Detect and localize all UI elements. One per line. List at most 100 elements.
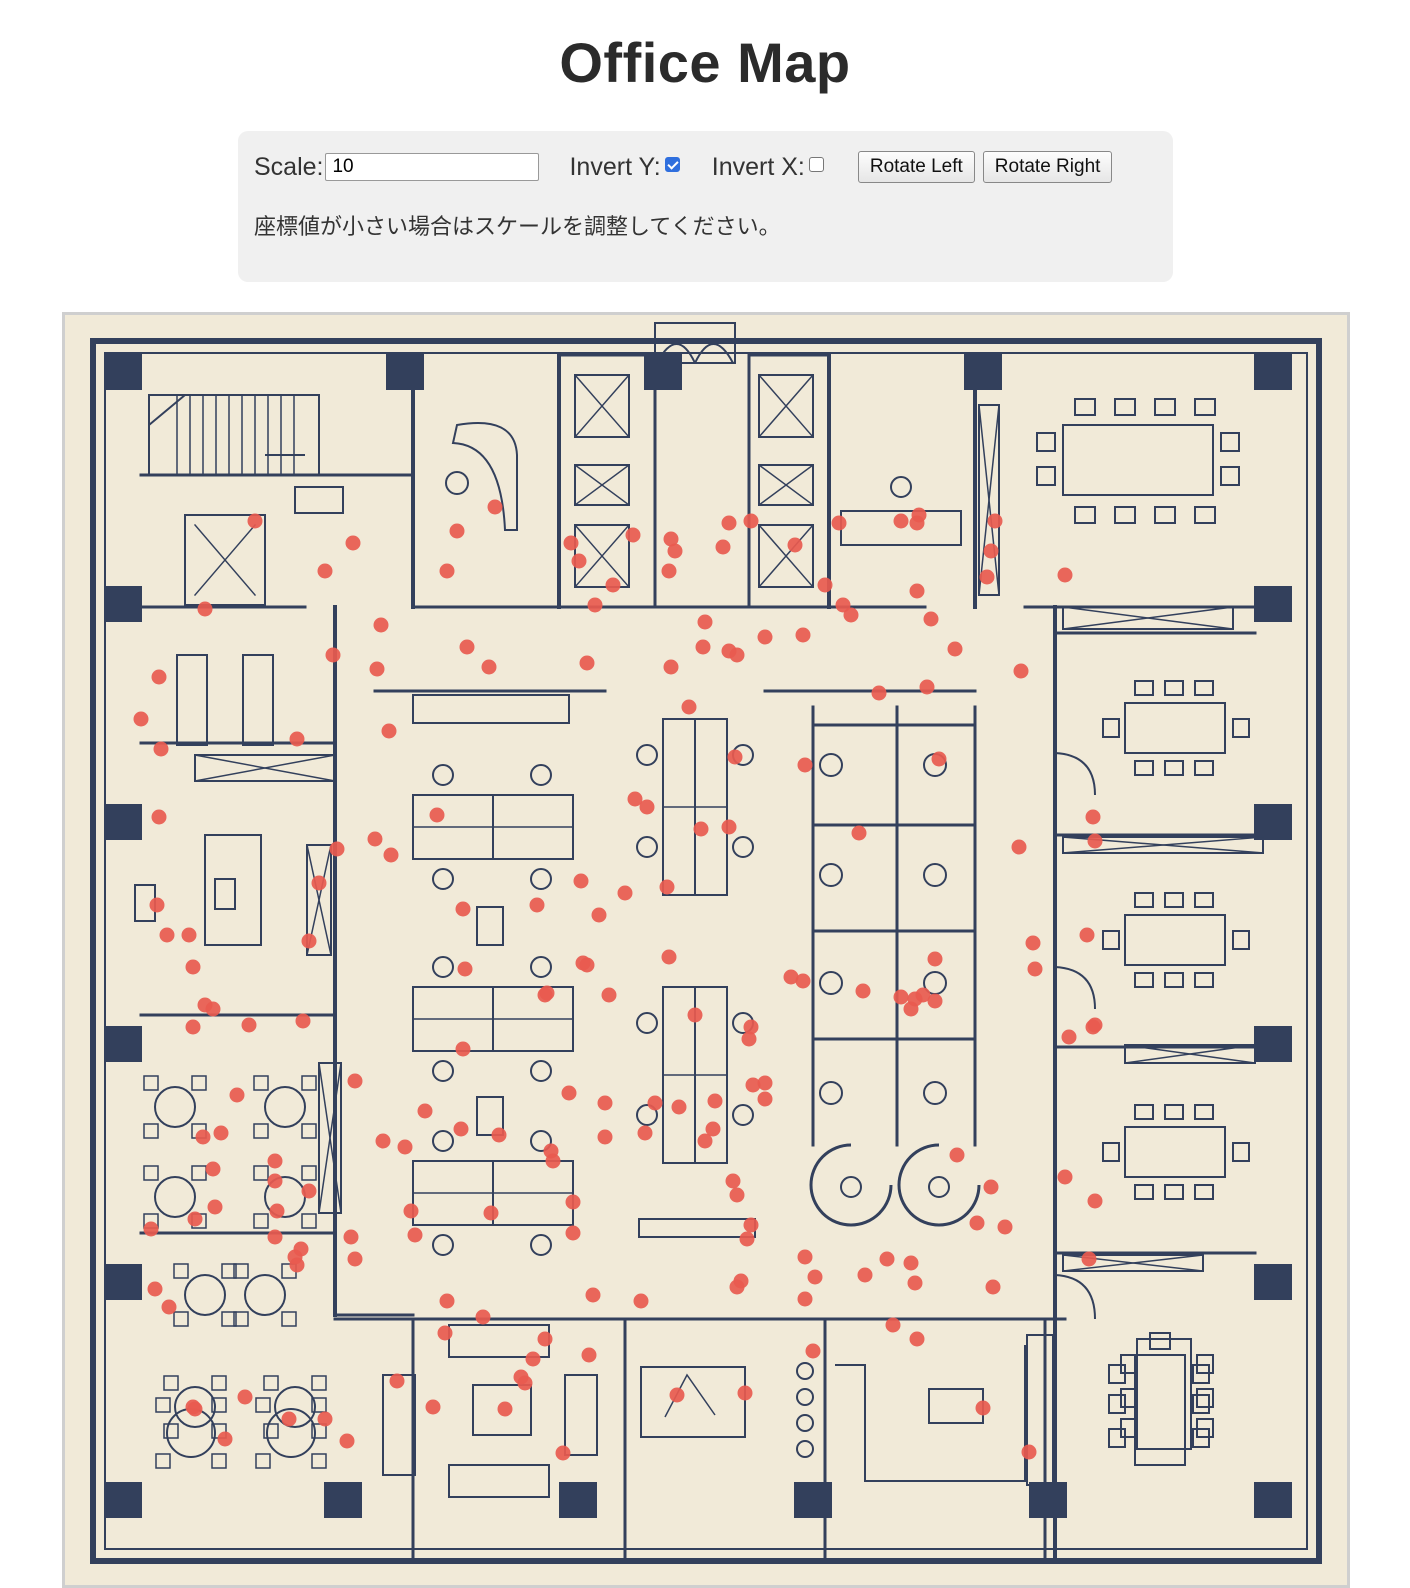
location-point[interactable] xyxy=(459,639,475,655)
location-point[interactable] xyxy=(237,1389,253,1405)
location-point[interactable] xyxy=(555,1445,571,1461)
location-point[interactable] xyxy=(743,1217,759,1233)
location-point[interactable] xyxy=(229,1087,245,1103)
location-point[interactable] xyxy=(213,1125,229,1141)
location-point[interactable] xyxy=(741,1031,757,1047)
location-point[interactable] xyxy=(269,1203,285,1219)
location-point[interactable] xyxy=(453,1121,469,1137)
location-point[interactable] xyxy=(439,563,455,579)
location-point[interactable] xyxy=(797,757,813,773)
location-point[interactable] xyxy=(737,1385,753,1401)
location-point[interactable] xyxy=(927,993,943,1009)
location-point[interactable] xyxy=(743,1019,759,1035)
location-point[interactable] xyxy=(909,515,925,531)
location-point[interactable] xyxy=(817,577,833,593)
location-point[interactable] xyxy=(347,1251,363,1267)
location-point[interactable] xyxy=(425,1399,441,1415)
location-point[interactable] xyxy=(217,1431,233,1447)
location-point[interactable] xyxy=(491,1127,507,1143)
location-point[interactable] xyxy=(267,1173,283,1189)
location-point[interactable] xyxy=(729,1187,745,1203)
location-point[interactable] xyxy=(729,1279,745,1295)
location-point[interactable] xyxy=(429,807,445,823)
location-point[interactable] xyxy=(403,1203,419,1219)
location-point[interactable] xyxy=(573,873,589,889)
location-point[interactable] xyxy=(295,1013,311,1029)
location-point[interactable] xyxy=(721,515,737,531)
location-point[interactable] xyxy=(601,987,617,1003)
rotate-left-button[interactable]: Rotate Left xyxy=(857,151,975,183)
location-point[interactable] xyxy=(909,1331,925,1347)
location-point[interactable] xyxy=(667,543,683,559)
location-point[interactable] xyxy=(301,933,317,949)
location-point[interactable] xyxy=(707,1093,723,1109)
location-point[interactable] xyxy=(317,1411,333,1427)
location-point[interactable] xyxy=(289,1257,305,1273)
location-point[interactable] xyxy=(325,647,341,663)
location-point[interactable] xyxy=(687,1007,703,1023)
location-point[interactable] xyxy=(919,679,935,695)
location-point[interactable] xyxy=(151,669,167,685)
location-point[interactable] xyxy=(695,639,711,655)
location-point[interactable] xyxy=(745,1077,761,1093)
location-point[interactable] xyxy=(1027,961,1043,977)
location-point[interactable] xyxy=(729,647,745,663)
location-point[interactable] xyxy=(267,1229,283,1245)
location-point[interactable] xyxy=(561,1085,577,1101)
location-point[interactable] xyxy=(579,655,595,671)
location-point[interactable] xyxy=(329,841,345,857)
location-point[interactable] xyxy=(987,513,1003,529)
location-point[interactable] xyxy=(997,1219,1013,1235)
location-point[interactable] xyxy=(715,539,731,555)
location-point[interactable] xyxy=(185,1399,201,1415)
location-point[interactable] xyxy=(659,879,675,895)
location-point[interactable] xyxy=(637,1125,653,1141)
location-point[interactable] xyxy=(857,1267,873,1283)
location-point[interactable] xyxy=(545,1153,561,1169)
location-point[interactable] xyxy=(143,1221,159,1237)
location-point[interactable] xyxy=(617,885,633,901)
location-point[interactable] xyxy=(947,641,963,657)
location-point[interactable] xyxy=(367,831,383,847)
location-point[interactable] xyxy=(455,1041,471,1057)
location-point[interactable] xyxy=(187,1211,203,1227)
office-map[interactable] xyxy=(62,312,1350,1588)
location-point[interactable] xyxy=(575,955,591,971)
location-point[interactable] xyxy=(1021,1444,1037,1460)
location-point[interactable] xyxy=(375,1133,391,1149)
location-point[interactable] xyxy=(757,1091,773,1107)
location-point[interactable] xyxy=(597,1129,613,1145)
location-point[interactable] xyxy=(797,1291,813,1307)
location-point[interactable] xyxy=(693,821,709,837)
location-point[interactable] xyxy=(437,1325,453,1341)
location-point[interactable] xyxy=(669,1387,685,1403)
location-point[interactable] xyxy=(417,1103,433,1119)
location-point[interactable] xyxy=(195,1129,211,1145)
location-point[interactable] xyxy=(151,809,167,825)
location-point[interactable] xyxy=(843,607,859,623)
location-point[interactable] xyxy=(267,1153,283,1169)
location-point[interactable] xyxy=(439,1293,455,1309)
location-point[interactable] xyxy=(757,629,773,645)
location-point[interactable] xyxy=(639,799,655,815)
location-point[interactable] xyxy=(457,961,473,977)
location-point[interactable] xyxy=(205,1001,221,1017)
location-point[interactable] xyxy=(205,1161,221,1177)
location-point[interactable] xyxy=(879,1251,895,1267)
location-point[interactable] xyxy=(725,1173,741,1189)
location-point[interactable] xyxy=(983,1179,999,1195)
location-point[interactable] xyxy=(483,1205,499,1221)
location-point[interactable] xyxy=(311,875,327,891)
location-point[interactable] xyxy=(449,523,465,539)
location-point[interactable] xyxy=(347,1073,363,1089)
location-point[interactable] xyxy=(1013,663,1029,679)
location-point[interactable] xyxy=(985,1279,1001,1295)
location-point[interactable] xyxy=(787,537,803,553)
location-point[interactable] xyxy=(455,901,471,917)
location-point[interactable] xyxy=(1061,1029,1077,1045)
location-point[interactable] xyxy=(1057,567,1073,583)
location-point[interactable] xyxy=(807,1269,823,1285)
location-point[interactable] xyxy=(597,1095,613,1111)
location-point[interactable] xyxy=(497,1401,513,1417)
location-point[interactable] xyxy=(565,1225,581,1241)
